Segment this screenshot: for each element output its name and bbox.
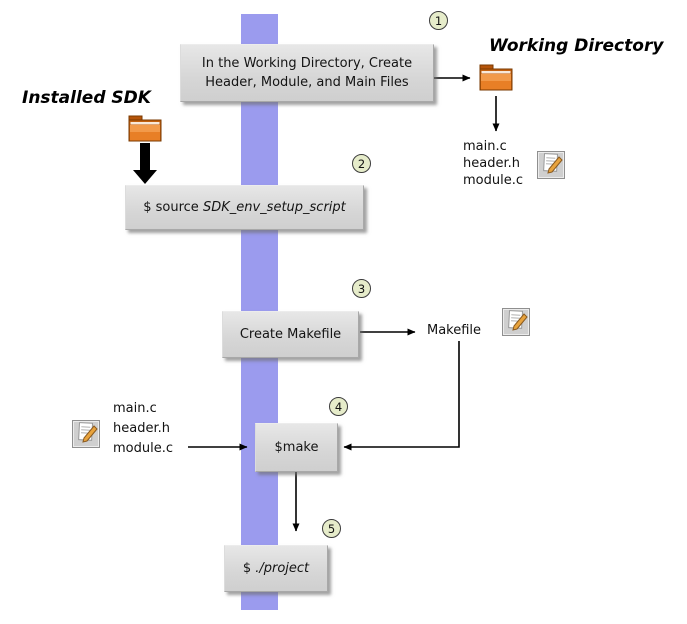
file-edit-icon-makefile xyxy=(502,308,530,336)
makefile-label: Makefile xyxy=(427,323,482,338)
step-3-label: Create Makefile xyxy=(239,327,342,342)
step-1-box: In the Working Directory, Create Header,… xyxy=(180,44,434,102)
step-1-badge: 1 xyxy=(429,11,448,30)
step-4-label: $make xyxy=(274,440,319,455)
file-header-h: header.h xyxy=(113,421,170,436)
make-input-file-list: main.c header.h module.c xyxy=(113,399,173,459)
folder-icon-working-directory xyxy=(479,64,513,91)
file-main-c: main.c xyxy=(463,139,507,154)
file-edit-icon-working-directory xyxy=(537,151,565,179)
file-module-c: module.c xyxy=(113,441,173,456)
step-3-box: Create Makefile xyxy=(222,311,359,358)
step-4-badge: 4 xyxy=(329,397,348,416)
step-5-badge: 5 xyxy=(322,519,341,538)
folder-icon-installed-sdk xyxy=(128,115,162,142)
step-2-box: $ source SDK_env_setup_script xyxy=(125,185,364,230)
file-main-c: main.c xyxy=(113,401,157,416)
installed-sdk-heading: Installed SDK xyxy=(22,88,151,108)
step-5-command: ./project xyxy=(255,561,310,576)
working-directory-heading: Working Directory xyxy=(489,36,664,56)
file-edit-icon-sources xyxy=(72,420,100,448)
step-1-label-line1: In the Working Directory, Create xyxy=(201,56,413,71)
step-2-command-prefix: $ source xyxy=(143,200,203,215)
arrow-makefile-to-make xyxy=(343,341,460,451)
file-header-h: header.h xyxy=(463,156,520,171)
step-2-badge: 2 xyxy=(352,154,371,173)
file-module-c: module.c xyxy=(463,173,523,188)
step-1-label-line2: Header, Module, and Main Files xyxy=(205,75,409,90)
working-directory-file-list: main.c header.h module.c xyxy=(463,138,523,189)
step-2-script-name: SDK_env_setup_script xyxy=(202,200,346,215)
arrow-sdk-to-source-thick xyxy=(133,143,157,184)
step-5-box: $ ./project xyxy=(224,545,328,592)
step-4-box: $make xyxy=(255,423,338,472)
step-5-command-prefix: $ xyxy=(242,561,256,576)
step-3-badge: 3 xyxy=(352,279,371,298)
